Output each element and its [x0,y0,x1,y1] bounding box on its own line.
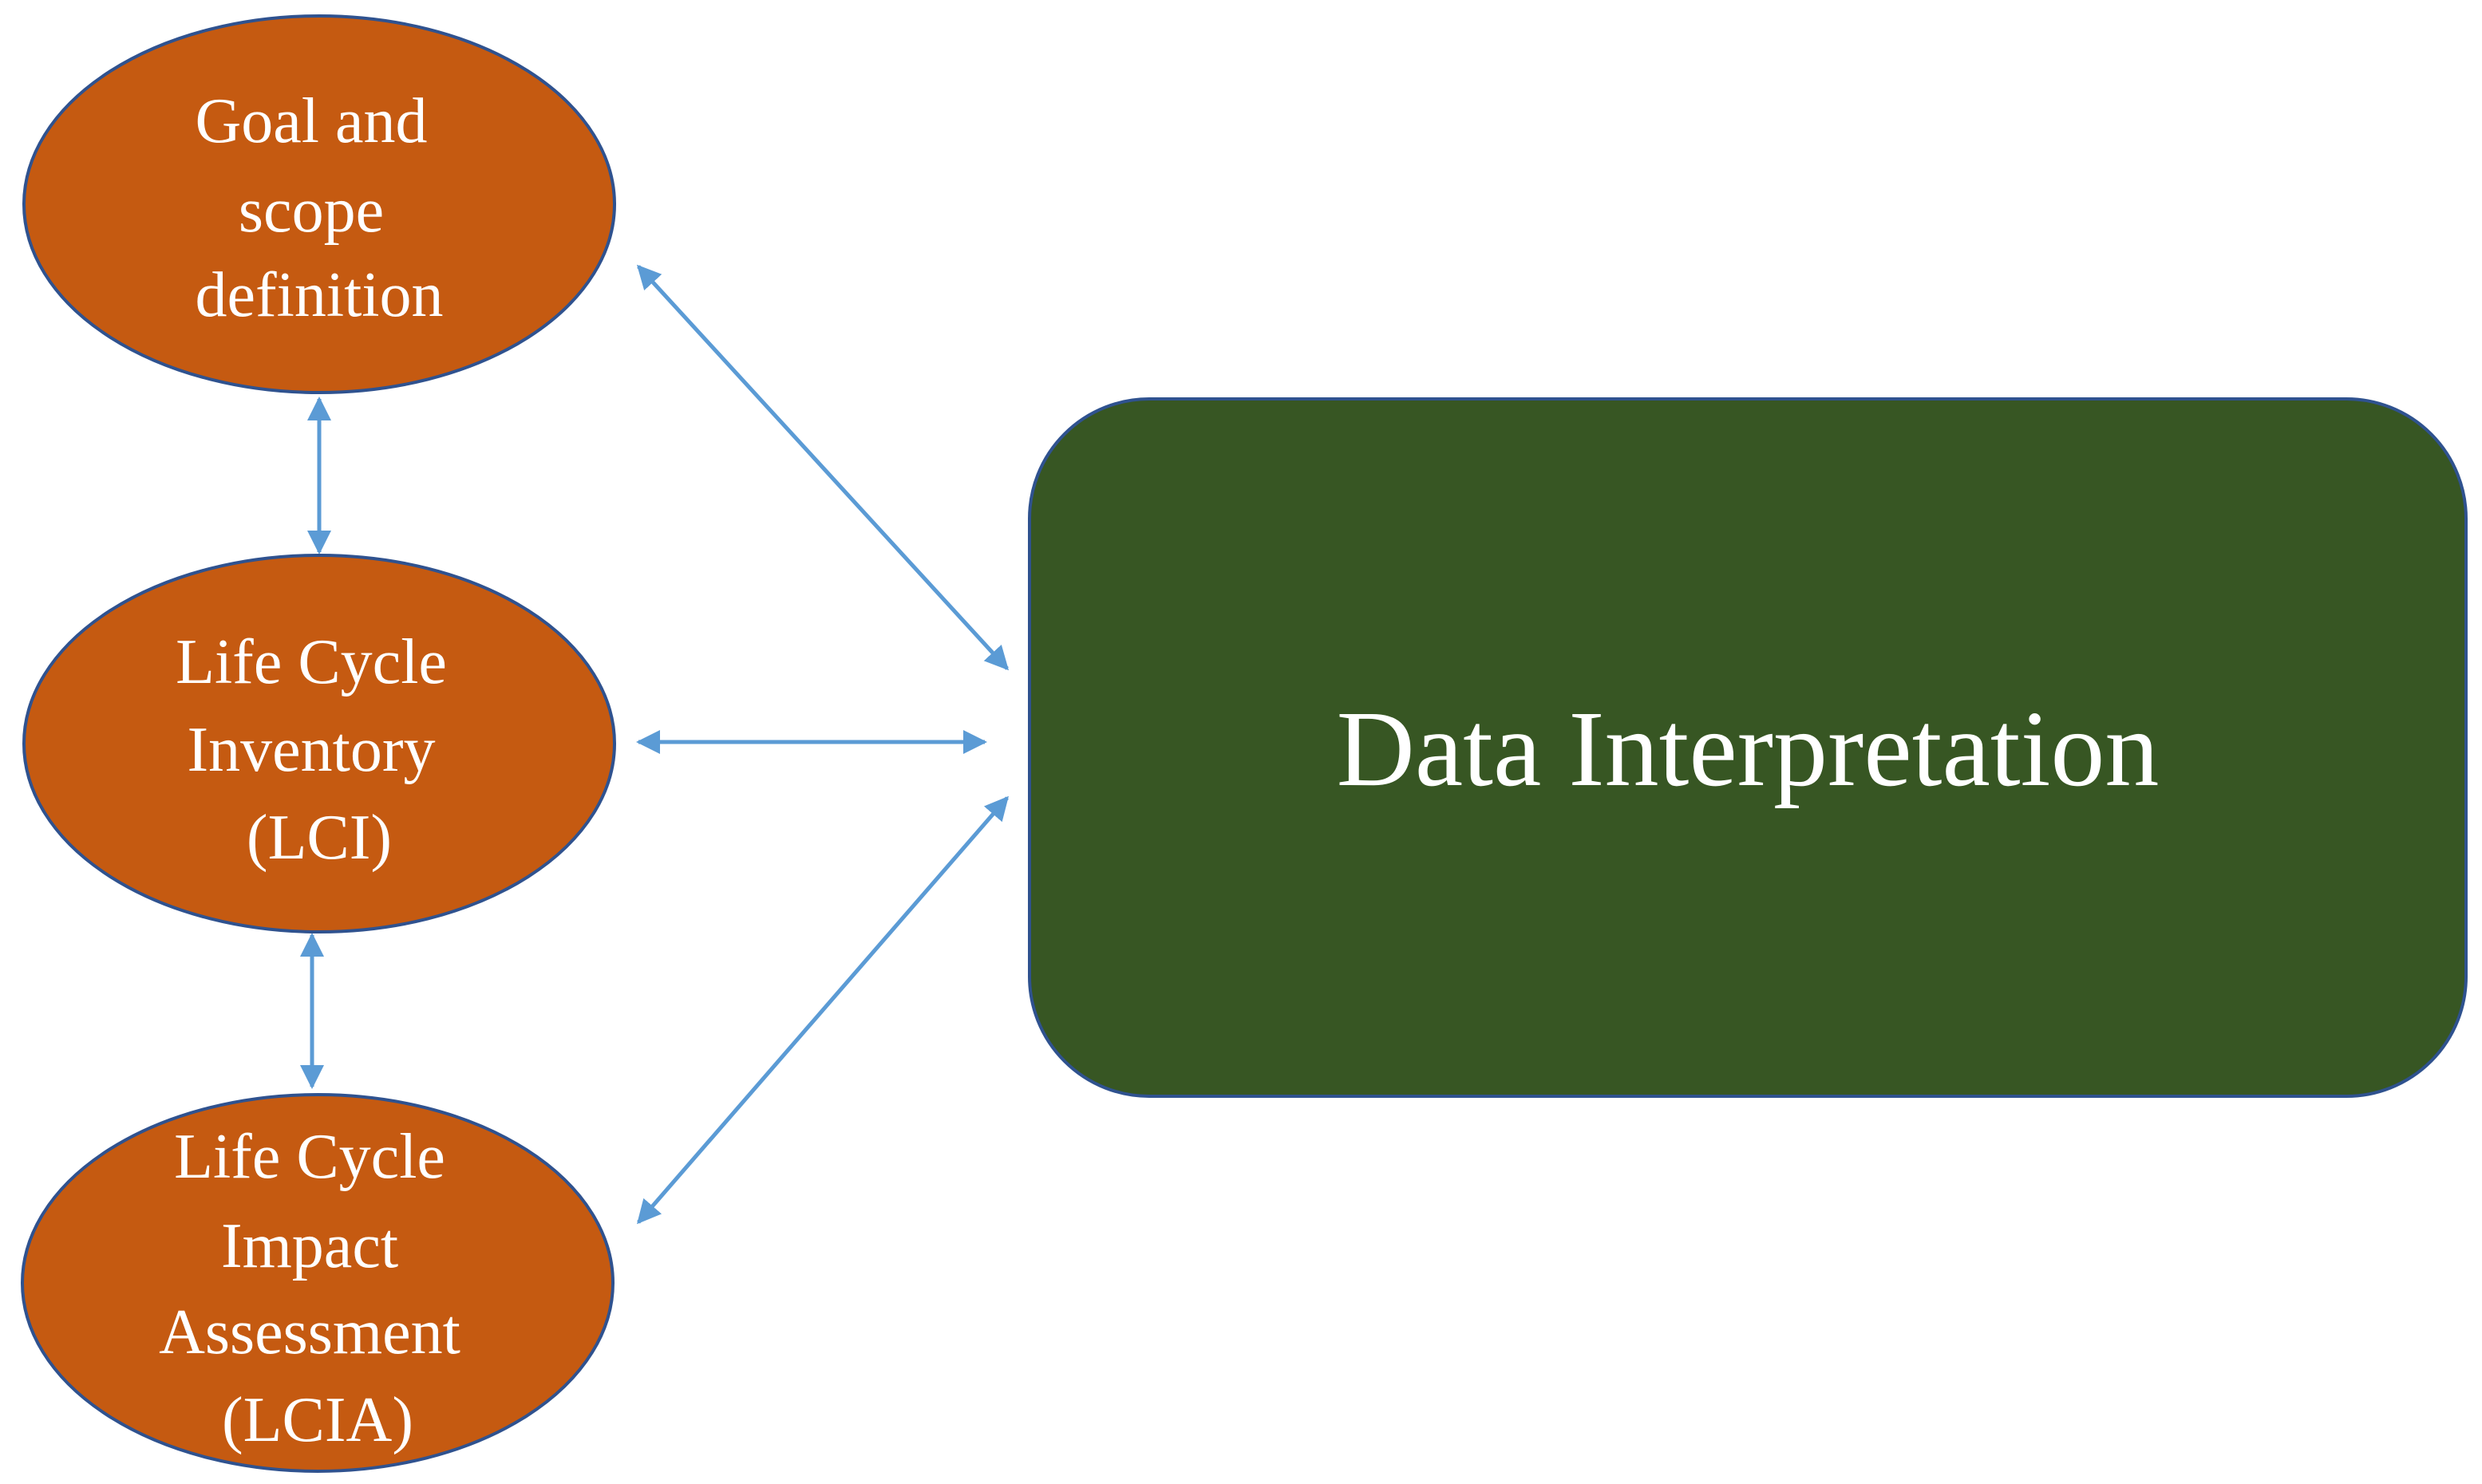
goal-label-line: definition [195,260,443,330]
node-life-cycle-impact-assessment: Life Cycle Impact Assessment (LCIA) [21,1093,615,1473]
lci-label-line: Life Cycle [176,627,447,697]
lcia-ellipse [21,1093,615,1473]
goal-label-line: scope [239,176,384,246]
interpretation-box [1028,397,2468,1098]
arrow-goal-interpretation [636,264,1010,671]
lci-ellipse [22,554,616,933]
lcia-label-line: Impact [221,1211,398,1281]
node-goal-and-scope: Goal and scope definition [22,14,616,394]
goal-label-line: Goal and [195,86,427,156]
lci-label-line: (LCI) [247,803,392,873]
lci-label: Life Cycle Inventory (LCI) [176,627,463,873]
lcia-label-line: (LCIA) [222,1385,413,1455]
lcia-label-line: Assessment [159,1297,460,1368]
goal-label: Goal and scope definition [195,86,443,330]
node-data-interpretation: Data Interpretation [1028,397,2468,1098]
lcia-label: Life Cycle Impact Assessment (LCIA) [159,1122,476,1455]
interpretation-label: Data Interpretation [1337,689,2160,809]
arrow-lcia-interpretation [637,795,1009,1225]
lci-label-line: Inventory [187,715,435,785]
lcia-label-line: Life Cycle [174,1122,445,1192]
goal-ellipse [22,14,616,394]
node-life-cycle-inventory: Life Cycle Inventory (LCI) [22,554,616,933]
connector-arrows [300,264,1010,1225]
